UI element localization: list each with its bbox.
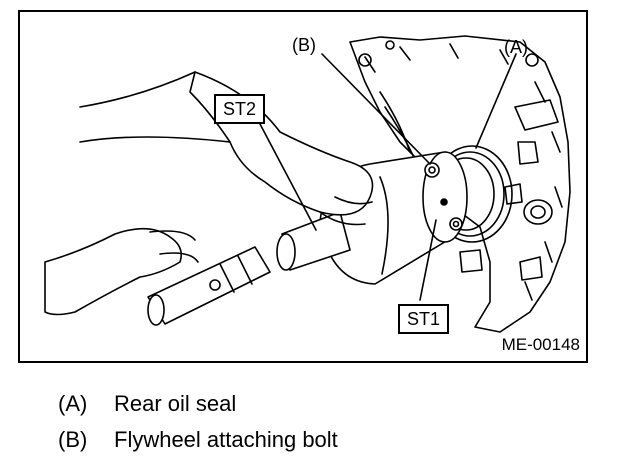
callout-a: (A) [504,37,528,57]
left-hand [44,227,183,316]
leader-line-st1 [419,219,437,301]
callout-b: (B) [292,35,316,55]
callout-st1: ST1 [398,304,450,334]
engine-illustration [44,35,571,333]
callout-st2: ST2 [214,94,266,124]
legend-text: Flywheel attaching bolt [114,427,338,452]
flywheel-attaching-bolt [424,162,440,178]
legend-text: Rear oil seal [114,391,237,416]
legend-item-a: (A) Rear oil seal [58,393,236,415]
leader-line-a [475,53,517,149]
legend-item-b: (B) Flywheel attaching bolt [58,429,338,451]
diagram-figure: (B) (A) ST2 ST1 ME-00148 [18,10,588,363]
leader-line-st2 [259,123,317,231]
legend-key: (A) [58,391,88,416]
legend-key: (B) [58,427,88,452]
leader-line-b [321,53,431,165]
figure-id: ME-00148 [501,335,580,354]
